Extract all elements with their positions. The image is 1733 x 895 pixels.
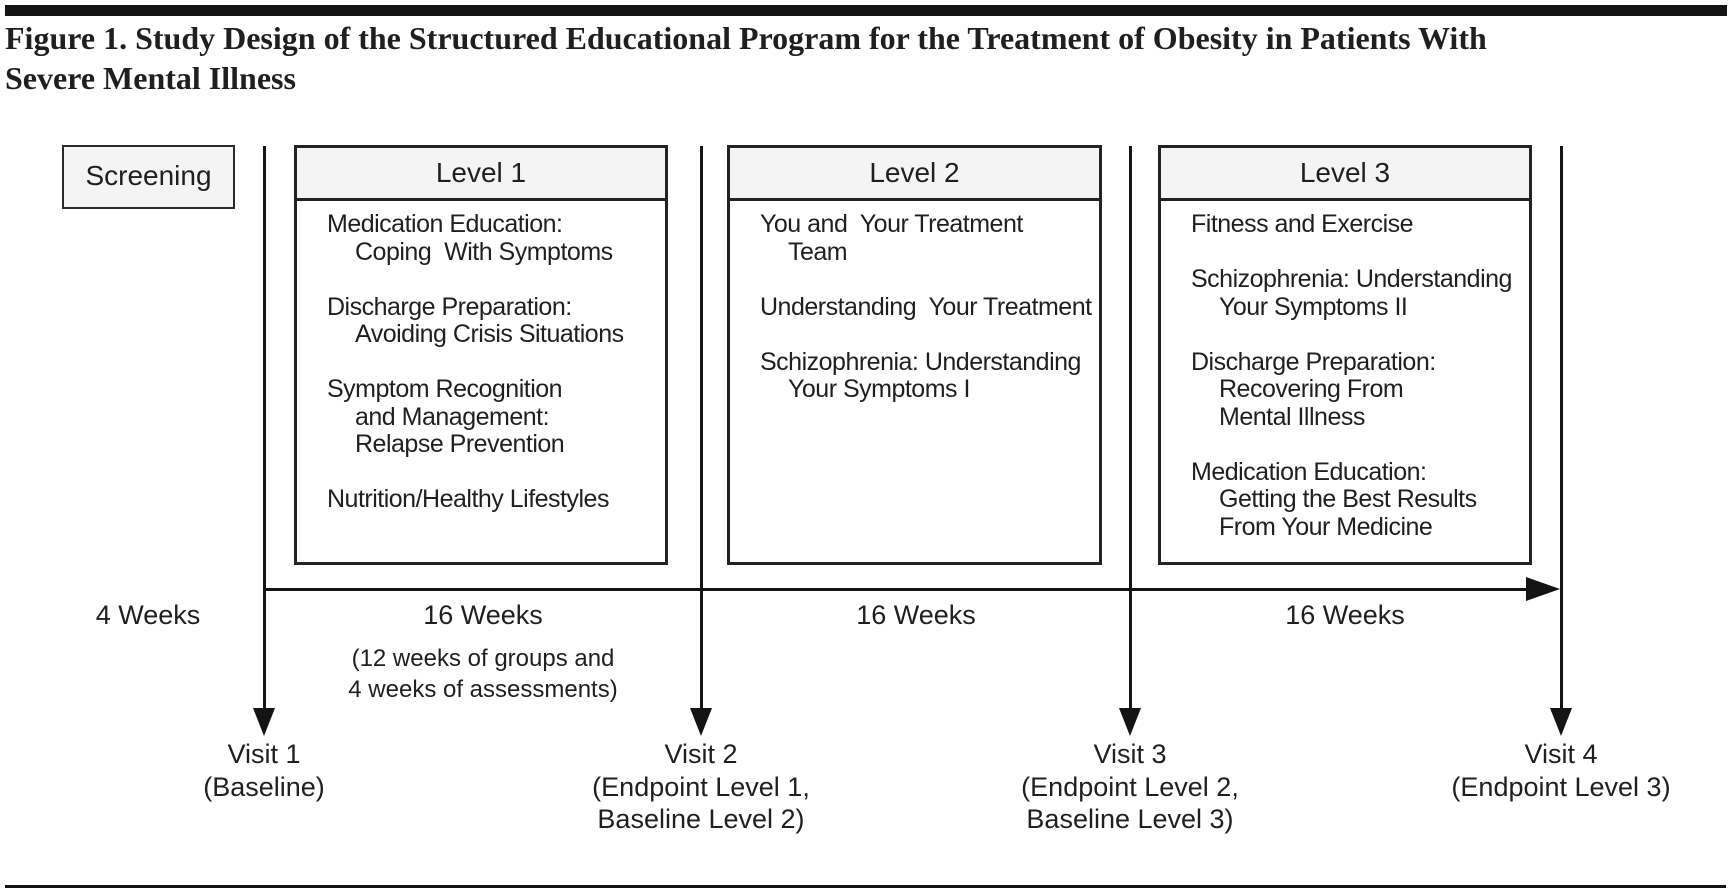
text-line: (Endpoint Level 1, [592, 771, 810, 802]
figure-caption: Figure 1. Study Design of the Structured… [5, 18, 1725, 98]
course-line: Schizophrenia: Understanding [760, 347, 1081, 376]
course-line: Mental Illness [1219, 402, 1365, 431]
course-line: Medication Education: [1191, 457, 1427, 486]
segment-duration-level-1: 16 Weeks [423, 600, 543, 630]
visit-2-down-arrow-icon [690, 708, 712, 736]
screening-label: Screening [85, 160, 212, 191]
course-line: Coping With Symptoms [355, 237, 613, 266]
visit-3-label: Visit 3(Endpoint Level 2,Baseline Level … [955, 738, 1305, 836]
visit-1-label: Visit 1(Baseline) [114, 738, 414, 803]
course-line: Medication Education: [327, 210, 563, 238]
course-line: and Management: [355, 402, 550, 431]
text-line: (Endpoint Level 2, [1021, 771, 1239, 802]
course-item: Understanding Your Treatment [760, 292, 1093, 322]
segment-duration-level-1-detail: (12 weeks of groups and 4 weeks of assess… [333, 643, 633, 705]
text-line: Visit 3 [1093, 739, 1167, 769]
course-line: You and Your Treatment [760, 210, 1023, 238]
visit-2-timeline-line [699, 146, 703, 710]
timeline-axis [264, 588, 1530, 591]
visit-4-label: Visit 4(Endpoint Level 3) [1411, 738, 1711, 803]
course-line: Getting the Best Results [1219, 485, 1477, 513]
visit-2-label: Visit 2(Endpoint Level 1,Baseline Level … [526, 738, 876, 836]
segment-duration-level-2: 16 Weeks [856, 600, 976, 630]
visit-3-down-arrow-icon [1119, 708, 1141, 736]
text-line: Visit 1 [227, 739, 301, 769]
course-item: Medication Education:Coping With Symptom… [327, 210, 659, 266]
level-1-content: Medication Education:Coping With Symptom… [297, 201, 665, 514]
course-line: Recovering From [1219, 375, 1404, 403]
course-line: Schizophrenia: Understanding [1191, 265, 1512, 293]
bottom-rule [5, 885, 1726, 888]
course-line: Fitness and Exercise [1191, 210, 1414, 238]
course-item: Nutrition/Healthy Lifestyles [327, 485, 659, 514]
visit-4-down-arrow-icon [1550, 708, 1572, 736]
visit-4-timeline-line [1559, 146, 1563, 710]
level-3-header: Level 3 [1161, 148, 1529, 201]
course-line: Understanding Your Treatment [760, 292, 1092, 321]
course-item: Medication Education:Getting the Best Re… [1191, 457, 1523, 542]
figure-caption-line-2: Severe Mental Illness [5, 60, 296, 96]
text-line: (Baseline) [203, 771, 325, 802]
course-line: Team [788, 237, 848, 266]
level-1-header: Level 1 [297, 148, 665, 201]
text-line: (12 weeks of groups and [351, 645, 615, 672]
screening-box: Screening [62, 145, 235, 209]
course-line: Discharge Preparation: [1191, 347, 1436, 376]
course-line: Discharge Preparation: [327, 292, 572, 321]
visit-1-down-arrow-icon [253, 708, 275, 736]
top-rule [5, 5, 1727, 16]
text-line: Visit 2 [664, 739, 738, 769]
course-line: Avoiding Crisis Situations [355, 320, 624, 348]
text-line: Baseline Level 3) [1026, 804, 1234, 834]
level-1-box: Level 1 Medication Education:Coping With… [294, 145, 668, 565]
timeline-right-arrow-icon [1526, 577, 1560, 601]
level-2-header: Level 2 [730, 148, 1099, 201]
course-line: From Your Medicine [1219, 512, 1433, 541]
text-line: (Endpoint Level 3) [1451, 771, 1671, 802]
course-item: Discharge Preparation:Avoiding Crisis Si… [327, 292, 659, 349]
text-line: 4 weeks of assessments) [348, 676, 618, 703]
course-item: Fitness and Exercise [1191, 210, 1523, 239]
text-line: Visit 4 [1524, 739, 1598, 769]
figure-caption-line-1: Figure 1. Study Design of the Structured… [5, 20, 1487, 56]
course-line: Symptom Recognition [327, 375, 563, 403]
course-line: Nutrition/Healthy Lifestyles [327, 485, 609, 513]
visit-3-timeline-line [1128, 146, 1132, 710]
visit-1-timeline-line [262, 146, 266, 710]
course-line: Relapse Prevention [355, 430, 565, 458]
segment-duration-level-3: 16 Weeks [1285, 600, 1405, 630]
segment-duration-screening: 4 Weeks [95, 600, 201, 630]
course-line: Your Symptoms I [788, 375, 970, 403]
text-line: Baseline Level 2) [597, 804, 805, 834]
course-line: Your Symptoms II [1219, 292, 1408, 321]
